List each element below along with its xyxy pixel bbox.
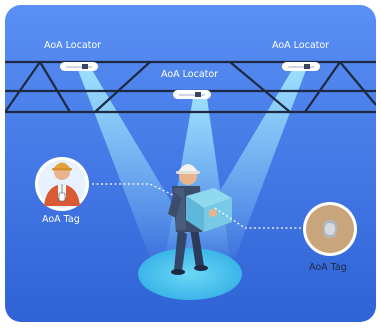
floor-spotlight — [138, 248, 242, 300]
locator-device-center — [173, 90, 211, 99]
locator-label-right: AoA Locator — [272, 40, 330, 51]
connector-line-right — [214, 207, 303, 229]
tag-label-right: AoA Tag — [309, 262, 347, 273]
tag-label-left: AoA Tag — [42, 214, 80, 225]
connector-line-left — [92, 183, 176, 197]
locator-label-left: AoA Locator — [44, 40, 102, 51]
locator-device-right — [282, 62, 320, 71]
worker-figure — [168, 164, 232, 275]
locator-label-center: AoA Locator — [161, 69, 219, 80]
locator-device-left — [60, 62, 98, 71]
tag-bubble-person — [35, 157, 89, 211]
tag-bubble-device — [303, 202, 357, 256]
